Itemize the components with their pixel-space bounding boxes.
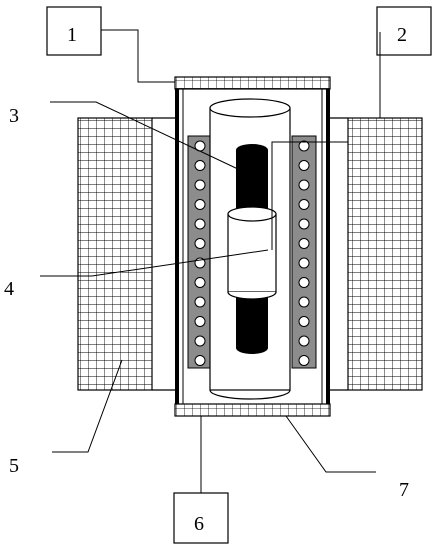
- right-heater-coil-ring: [298, 335, 310, 347]
- right-heater-coil-ring: [298, 199, 310, 210]
- right-heater-coil-ring: [298, 179, 310, 191]
- heater-coil-rings: [194, 140, 310, 366]
- label-box-1: [46, 6, 102, 56]
- label-7: 7: [399, 479, 409, 501]
- left-heater-coil-ring: [194, 218, 206, 230]
- left-heater-coil-ring: [194, 199, 206, 210]
- left-heater: [187, 135, 213, 369]
- right-heater-coil-ring: [298, 238, 310, 249]
- right-heater-coil-ring: [298, 355, 310, 366]
- crucible-bottom: [209, 389, 291, 400]
- upper-rod-top: [236, 144, 268, 156]
- chamber-top-lid: [174, 76, 331, 90]
- right-heater-coil-ring: [298, 277, 310, 288]
- thermocouple-probe: [271, 141, 348, 250]
- lower-rod-bottom: [236, 342, 268, 354]
- leader-line-7: [285, 415, 376, 473]
- sample-bottom: [227, 291, 277, 300]
- leader-line-4: [40, 249, 269, 277]
- crucible-top: [209, 98, 291, 118]
- label-1: 1: [67, 24, 77, 46]
- leader-line-3: [50, 101, 241, 171]
- right-heater-coil-ring: [298, 316, 310, 327]
- right-heater-coil-ring: [298, 160, 310, 171]
- left-heater-coil-ring: [194, 316, 206, 327]
- right-heater: [291, 135, 317, 369]
- label-2: 2: [397, 24, 407, 46]
- chamber-bottom-lid: [174, 403, 331, 417]
- chamber-wall-left: [175, 89, 179, 404]
- label-5: 5: [9, 455, 19, 477]
- left-heater-coil-ring: [194, 277, 206, 288]
- left-heater-coil-ring: [194, 335, 206, 347]
- label-4: 4: [4, 278, 14, 300]
- left-magnet-coil: [77, 117, 153, 391]
- label-6: 6: [194, 513, 204, 535]
- left-heater-coil-ring: [194, 160, 206, 171]
- left-heater-coil-ring: [194, 238, 206, 249]
- leader-line-5: [52, 359, 123, 453]
- label-box-2: [376, 6, 432, 56]
- sample-cylinder: [227, 213, 277, 293]
- label-3: 3: [9, 105, 19, 127]
- right-heater-coil-ring: [298, 296, 310, 308]
- right-heater-coil-ring: [298, 218, 310, 230]
- sample-top: [227, 206, 277, 222]
- right-heater-coil-ring: [298, 140, 310, 152]
- left-heater-coil-ring: [194, 179, 206, 191]
- left-heater-coil-ring: [194, 296, 206, 308]
- left-heater-coil-ring: [194, 355, 206, 366]
- chamber-wall-right: [326, 89, 330, 404]
- upper-rod: [236, 150, 268, 210]
- leader-line-1: [101, 29, 175, 83]
- right-heater-coil-ring: [298, 257, 310, 269]
- label-box-6: [173, 492, 229, 544]
- lower-rod: [236, 290, 268, 348]
- right-magnet-coil: [347, 117, 423, 391]
